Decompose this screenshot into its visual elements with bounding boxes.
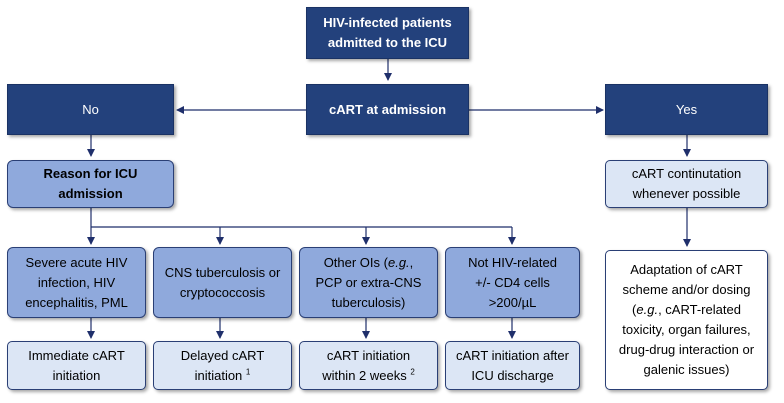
node-other-line3: tuberculosis) — [331, 294, 406, 310]
node-immediate-line2: initiation — [52, 367, 101, 383]
footnote-1: 1 — [245, 367, 251, 377]
node-within2-line2: within 2 weeks 2 — [322, 366, 415, 386]
node-reason-line1: Reason for ICU — [43, 166, 138, 181]
node-continuation-line1: cART continutation — [631, 166, 742, 181]
node-cart-within-2-weeks: cART initiation within 2 weeks 2 — [299, 341, 438, 390]
node-no-label: No — [82, 101, 99, 117]
node-continuation-line2: whenever possible — [632, 186, 741, 201]
node-nothiv-line1: Not HIV-related — [468, 254, 557, 270]
node-yes: Yes — [605, 84, 768, 135]
node-delayed-line2-text: initiation — [194, 367, 243, 383]
node-nothiv-line3: >200/µL — [488, 294, 537, 310]
node-yes-label: Yes — [675, 101, 698, 117]
node-adapt-line6: galenic issues) — [643, 362, 730, 377]
node-not-hiv-related: Not HIV-related +/- CD4 cells >200/µL — [445, 247, 580, 318]
node-other-line1-post: , — [409, 254, 414, 270]
node-cart-at-admission: cART at admission — [306, 84, 469, 135]
node-delayed-line2: initiation 1 — [181, 366, 265, 386]
node-delayed-line1: Delayed cART — [180, 347, 265, 363]
node-cns-line1: CNS tuberculosis or — [164, 264, 281, 280]
node-severe-line2: infection, HIV — [37, 274, 116, 290]
node-cart-after-icu: cART initiation after ICU discharge — [445, 341, 580, 390]
node-adapt-line2: scheme and/or dosing — [622, 282, 751, 297]
node-adapt-line3: (e.g., cART-related — [619, 300, 754, 320]
node-no: No — [7, 84, 174, 135]
node-adapt-line3-pre: ( — [632, 302, 637, 317]
node-nothiv-line2: +/- CD4 cells — [475, 274, 550, 290]
node-hiv-patients-line2: admitted to the ICU — [327, 35, 448, 50]
node-cns-tuberculosis: CNS tuberculosis or cryptococcosis — [153, 247, 292, 318]
node-cns-line2: cryptococcosis — [179, 284, 266, 300]
node-adapt-line5: drug-drug interaction or — [618, 342, 755, 357]
node-other-line1-em: e.g. — [387, 254, 410, 270]
node-other-line2: PCP or extra-CNS — [315, 274, 422, 290]
node-other-line1-pre: Other OIs ( — [323, 254, 388, 270]
footnote-2: 2 — [410, 367, 415, 377]
node-adapt-line3-post: , cART-related — [658, 302, 741, 317]
node-other-line1: Other OIs (e.g., — [316, 253, 422, 273]
node-hiv-patients-line1: HIV-infected patients — [323, 15, 452, 30]
node-hiv-patients: HIV-infected patients admitted to the IC… — [306, 7, 469, 59]
node-severe-line3: encephalitis, PML — [25, 294, 128, 310]
node-delayed-cart: Delayed cART initiation 1 — [153, 341, 292, 390]
node-immediate-cart: Immediate cART initiation — [7, 341, 146, 390]
node-immediate-line1: Immediate cART — [28, 347, 125, 363]
node-cart-adaptation: Adaptation of cART scheme and/or dosing … — [605, 250, 768, 390]
node-adapt-line1: Adaptation of cART — [630, 262, 743, 277]
node-severe-line1: Severe acute HIV — [25, 254, 128, 270]
node-other-ois: Other OIs (e.g., PCP or extra-CNS tuberc… — [299, 247, 438, 318]
node-within2-line2-text: within 2 weeks — [322, 367, 407, 383]
node-reason-icu: Reason for ICU admission — [7, 160, 174, 208]
node-after-line2: ICU discharge — [471, 367, 554, 383]
node-within2-line1: cART initiation — [326, 347, 411, 363]
node-cart-at-admission-label: cART at admission — [328, 101, 447, 117]
node-reason-line2: admission — [58, 186, 123, 201]
node-cart-continuation: cART continutation whenever possible — [605, 160, 768, 208]
node-adapt-line3-em: e.g. — [636, 302, 659, 317]
node-severe-acute-hiv: Severe acute HIV infection, HIV encephal… — [7, 247, 146, 318]
node-after-line1: cART initiation after — [456, 347, 569, 363]
node-adapt-line4: toxicity, organ failures, — [622, 322, 751, 337]
